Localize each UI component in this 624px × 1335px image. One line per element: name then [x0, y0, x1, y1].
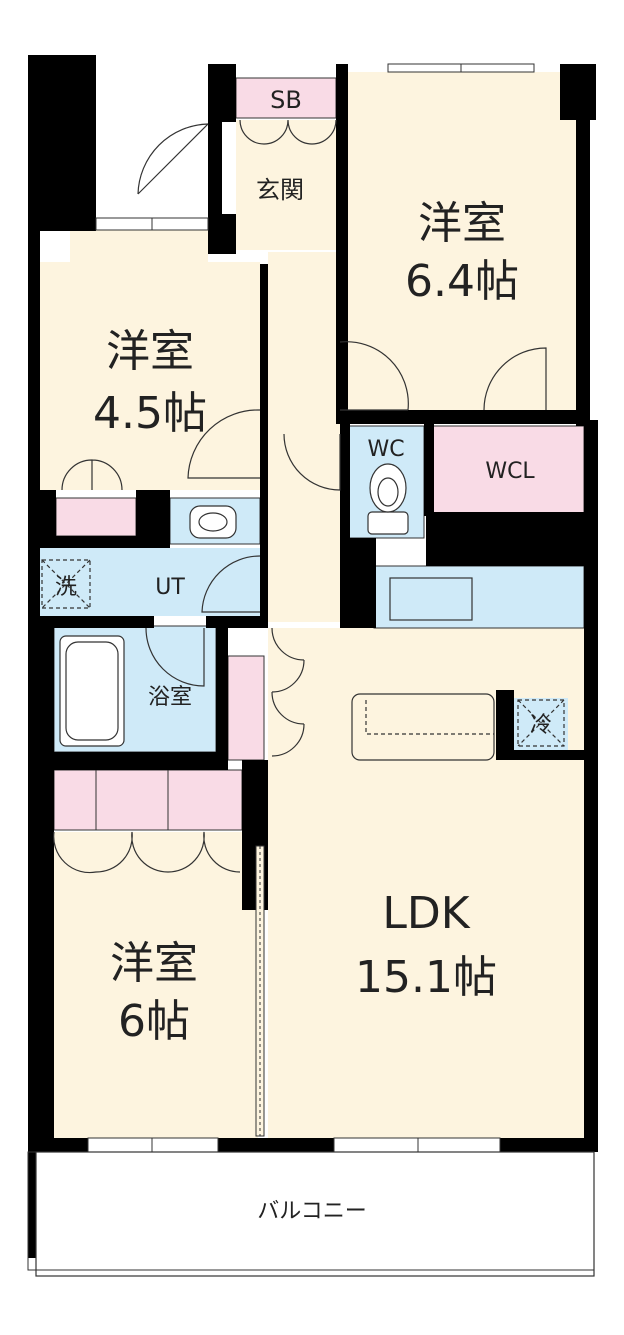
balcony-label: バルコニー — [257, 1199, 367, 1224]
ut-label: UT — [155, 575, 185, 600]
storage — [53, 77, 585, 831]
bedroom-b-closet — [55, 497, 137, 537]
bathtub-icon — [59, 635, 125, 747]
ldk-storage — [227, 655, 265, 761]
island-counter-icon — [351, 693, 495, 761]
bedroom-c-floor — [54, 832, 258, 1138]
bedroom-c-name: 洋室 — [110, 938, 198, 989]
ut-floor — [38, 548, 260, 616]
balcony — [27, 1151, 595, 1277]
bedroom-a-floor — [348, 72, 576, 410]
ldk-name: LDK — [382, 888, 470, 939]
bedroom-b-size: 4.5帖 — [93, 388, 207, 439]
toilet-icon — [367, 463, 409, 535]
bedroom-b-name: 洋室 — [106, 326, 194, 377]
bedroom-b-alcove — [70, 230, 208, 264]
ldk-size: 15.1帖 — [355, 952, 497, 1003]
wcl-label: WCL — [485, 459, 535, 484]
sb-label: SB — [270, 86, 302, 114]
sink-icon — [189, 505, 237, 539]
corridor-floor — [268, 252, 340, 622]
fixtures — [41, 463, 565, 761]
bath-label: 浴室 — [148, 685, 192, 710]
washer-space — [41, 559, 91, 609]
labels: SB 玄関 洋室 6.4帖 洋室 4.5帖 WC WCL 洗 UT 浴室 冷 L… — [55, 86, 552, 1224]
bedroom-c-closet — [53, 769, 243, 831]
washer-label: 洗 — [55, 575, 77, 600]
bedroom-c-size: 6帖 — [118, 996, 190, 1047]
entry-door — [137, 123, 209, 195]
bedroom-a-size: 6.4帖 — [405, 256, 519, 307]
fridge-label: 冷 — [530, 713, 552, 738]
doors — [53, 119, 547, 874]
genkan-label: 玄関 — [256, 176, 304, 204]
bedroom-b-floor — [38, 262, 260, 490]
wc-label: WC — [367, 437, 404, 462]
kitchen-sink-icon — [389, 577, 473, 621]
windows — [87, 63, 535, 1153]
bedroom-a-name: 洋室 — [418, 198, 506, 249]
